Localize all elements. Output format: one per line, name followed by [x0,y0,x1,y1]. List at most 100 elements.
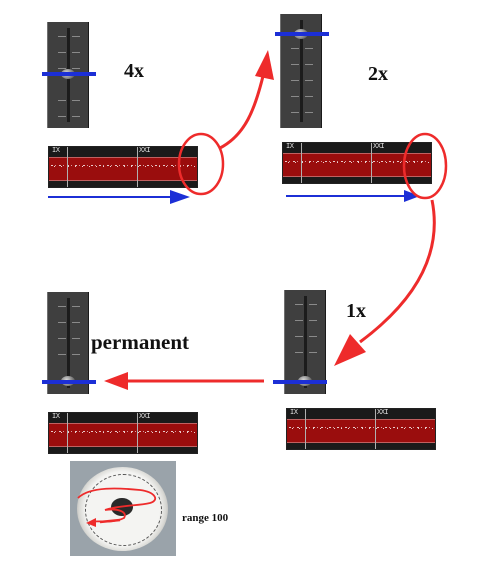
position-marker [42,72,96,76]
waveform-cursor [305,409,306,449]
slider-tick [58,52,66,53]
slider-tick [291,80,299,81]
slider-tick [291,64,299,65]
slider-2x[interactable] [275,14,329,128]
waveform-edge [283,176,431,177]
waveform-label-left: IX [52,146,60,154]
waveform-strip: IX XXI [282,142,432,184]
waveform-edge [49,446,197,447]
slider-tick [309,320,317,321]
slider-tick [58,100,66,101]
slider-track [304,296,307,388]
waveform-signal [285,161,429,162]
curved-arrow-icon [334,199,436,366]
waveform-edge [287,419,435,420]
slider-tick [72,338,80,339]
waveform-signal [289,427,433,428]
waveform-label-left: IX [52,412,60,420]
waveform-edge [49,423,197,424]
waveform-cursor [67,147,68,187]
step-label: 1x [346,300,366,322]
slider-tick [295,320,303,321]
slider-tick [58,116,66,117]
gauge-annotation [77,487,157,527]
step-label: 2x [368,63,388,85]
waveform-signal [51,166,195,167]
arrow-left-icon [104,372,264,390]
slider-tick [72,322,80,323]
waveform-strip: IX XXI [286,408,436,450]
slider-tick [72,306,80,307]
slider-permanent[interactable] [42,292,96,394]
slider-track [300,20,303,122]
highlight-circle [177,132,225,196]
slider-tick [72,52,80,53]
slider-tick [305,112,313,113]
step-label: 4x [124,60,144,82]
slider-tick [72,116,80,117]
gauge-dial-icon [70,461,176,556]
waveform-strip: IX XXI [48,412,198,454]
slider-tick [295,352,303,353]
curved-arrow-icon [219,50,274,150]
slider-tick [309,336,317,337]
waveform-band [49,423,197,447]
waveform-label-left: IX [290,408,298,416]
slider-tick [291,48,299,49]
waveform-band [49,157,197,181]
slider-tick [58,36,66,37]
slider-tick [58,338,66,339]
waveform-label-left: IX [286,142,294,150]
slider-tick [295,304,303,305]
gauge-scale [85,474,162,546]
slider-tick [305,64,313,65]
highlight-circle [402,132,448,200]
gauge-label: range 100 [182,512,229,524]
slider-1x[interactable] [273,290,327,394]
waveform-cursor [137,413,138,453]
waveform-cursor [301,143,302,183]
slider-tick [305,48,313,49]
waveform-cursor [137,147,138,187]
waveform-edge [49,157,197,158]
step-label: permanent [91,330,189,354]
position-marker [275,32,329,36]
waveform-cursor [371,143,372,183]
slider-tick [305,96,313,97]
waveform-cursor [375,409,376,449]
slider-tick [309,352,317,353]
slider-tick [58,322,66,323]
position-marker [42,380,96,384]
waveform-signal [289,428,433,429]
waveform-label-right: XXI [377,408,389,416]
slider-tick [291,112,299,113]
slider-tick [72,36,80,37]
waveform-edge [283,153,431,154]
slider-tick [295,336,303,337]
slider-tick [58,354,66,355]
waveform-signal [51,431,195,432]
slider-tick [58,68,66,69]
waveform-label-right: XXI [139,412,151,420]
waveform-edge [287,442,435,443]
waveform-strip: IX XXI [48,146,198,188]
waveform-cursor [67,413,68,453]
waveform-signal [51,165,195,166]
waveform-label-right: XXI [373,142,385,150]
waveform-edge [49,180,197,181]
slider-tick [72,68,80,69]
slider-tick [72,100,80,101]
position-marker [273,380,327,384]
slider-4x[interactable] [42,22,96,128]
arrow-right-icon [286,190,420,202]
waveform-band [287,419,435,443]
waveform-signal [285,162,429,163]
slider-tick [291,96,299,97]
waveform-label-right: XXI [139,146,151,154]
slider-tick [305,80,313,81]
slider-track [67,298,70,388]
slider-tick [72,354,80,355]
slider-tick [58,306,66,307]
waveform-signal [51,432,195,433]
